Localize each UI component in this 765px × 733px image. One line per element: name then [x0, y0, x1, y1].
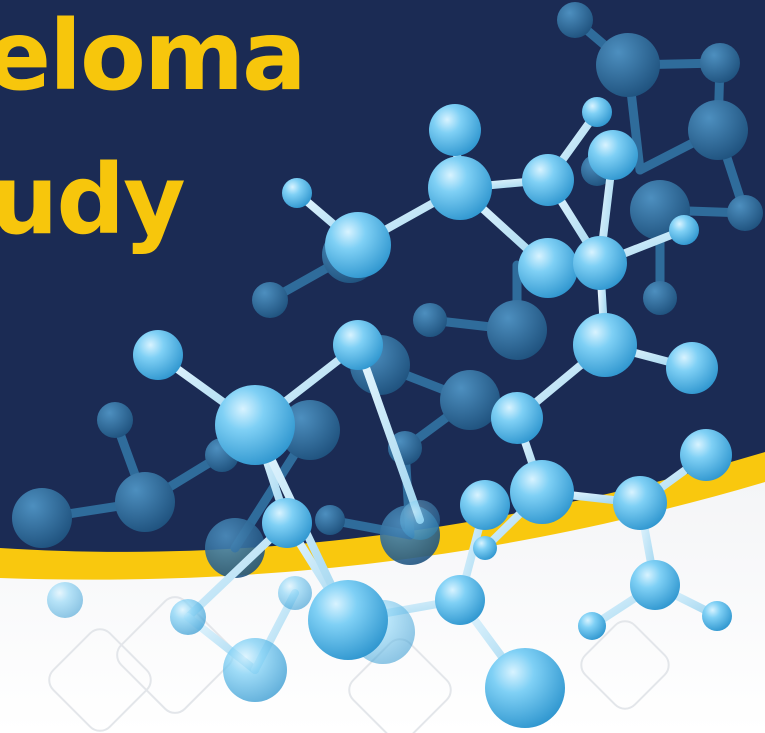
headline-line-2: udy: [0, 144, 186, 256]
headline-line-1: eloma: [0, 0, 307, 112]
molecule-atoms-front: [47, 97, 732, 728]
molecule-bonds-back: [37, 15, 750, 553]
